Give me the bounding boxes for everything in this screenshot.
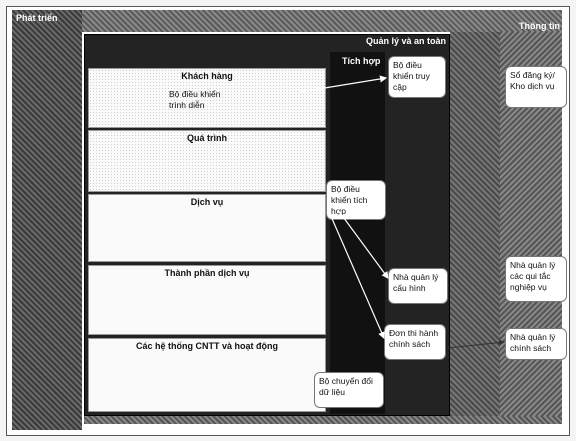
data-transformer-box: Bộ chuyển đổi dữ liệu xyxy=(314,372,384,408)
development-label: Phát triển xyxy=(16,13,58,23)
policy-enforcement-box: Đơn thi hành chính sách xyxy=(384,324,446,360)
integration-to-config-arrow xyxy=(337,209,389,279)
layer-it-systems-title: Các hệ thống CNTT và hoạt động xyxy=(136,341,278,351)
layer-it-systems: Các hệ thống CNTT và hoạt động xyxy=(88,338,326,412)
access-controller-box: Bộ điều khiển truy cập xyxy=(388,56,446,98)
layer-process-title: Quá trình xyxy=(187,133,227,143)
policy-manager-box: Nhà quản lý chính sách xyxy=(505,328,567,360)
integration-column xyxy=(330,52,385,414)
management-right-strip xyxy=(450,32,500,416)
registry-box: Sổ đăng ký/ Kho dịch vụ xyxy=(505,66,567,108)
layer-customer: Khách hàng Bộ điều khiển trình diễn xyxy=(88,68,326,128)
management-security-label: Quản lý và an toàn xyxy=(366,36,447,46)
layer-service-components: Thành phần dịch vụ xyxy=(88,265,326,335)
layer-process: Quá trình xyxy=(88,130,326,192)
config-manager-box: Nhà quản lý cấu hình xyxy=(388,268,448,304)
presentation-controller-text: Bộ điều khiển trình diễn xyxy=(169,89,221,110)
development-column xyxy=(12,10,82,430)
policy-enforcement-to-manager-arrow xyxy=(447,339,505,349)
layer-service-components-title: Thành phần dịch vụ xyxy=(164,268,250,278)
integration-to-policy-arrow xyxy=(329,213,385,340)
presentation-to-access-arrow xyxy=(299,75,388,93)
layer-customer-title: Khách hàng xyxy=(181,71,233,81)
information-banner xyxy=(82,10,562,32)
integration-label: Tích hợp xyxy=(342,56,381,66)
bottom-bar xyxy=(84,416,562,424)
information-label: Thông tin xyxy=(519,21,560,31)
layer-service-title: Dịch vụ xyxy=(190,197,224,207)
business-rules-manager-box: Nhà quản lý các qui tắc nghiệp vụ xyxy=(505,256,567,302)
layer-service: Dịch vụ xyxy=(88,194,326,262)
